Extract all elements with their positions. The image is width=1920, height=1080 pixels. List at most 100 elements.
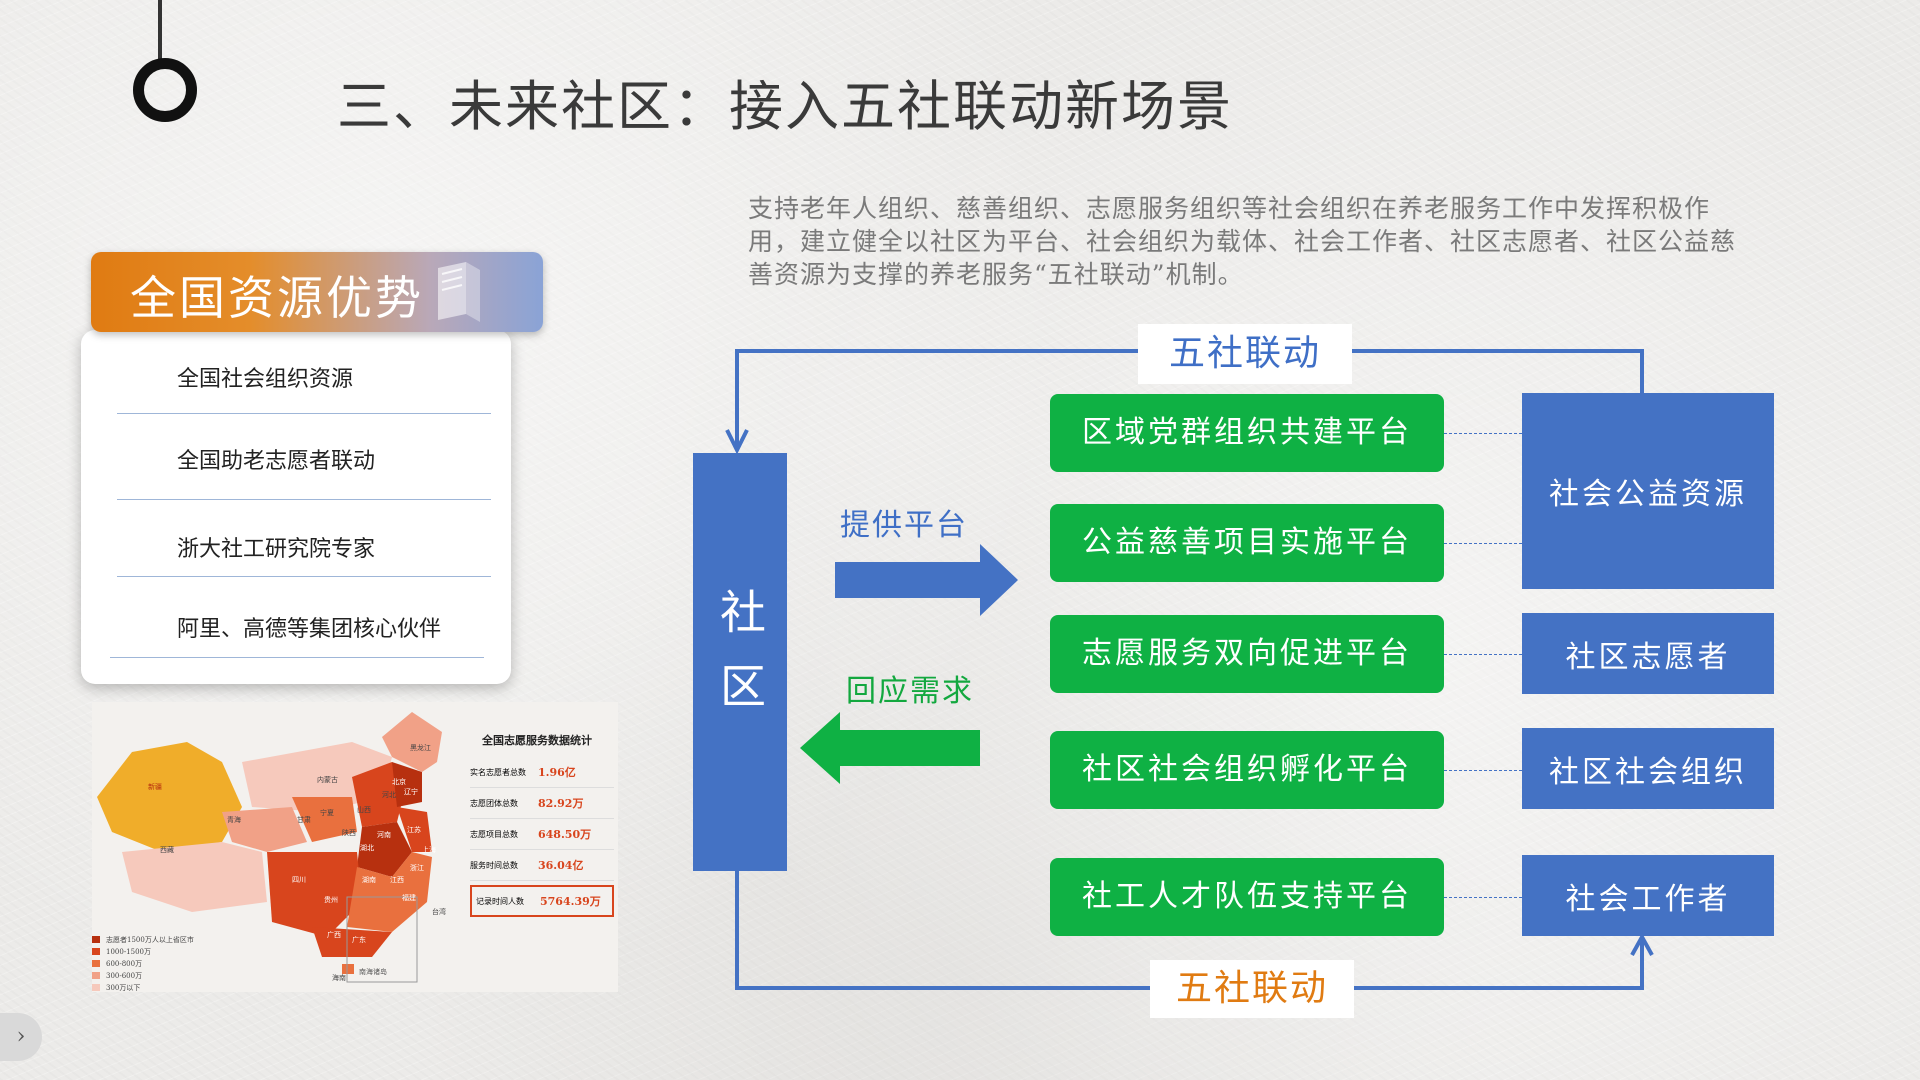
province-label: 内蒙古 xyxy=(317,775,338,784)
platform-box: 公益慈善项目实施平台 xyxy=(1050,504,1444,582)
province-label: 湖南 xyxy=(362,875,376,884)
divider xyxy=(117,413,491,414)
map-region-hainan xyxy=(342,964,354,974)
legend-swatch xyxy=(92,984,100,991)
dashed-connector xyxy=(1444,543,1522,544)
map-region-xinjiang xyxy=(97,742,242,852)
stat-label: 志愿项目总数 xyxy=(470,829,518,839)
map-region-north xyxy=(352,762,407,827)
province-label: 贵州 xyxy=(324,895,338,904)
province-label: 上海 xyxy=(422,845,436,854)
province-label: 湖北 xyxy=(360,843,374,852)
stat-value: 5764.39万 xyxy=(540,895,601,908)
legend-label: 1000-1500万 xyxy=(106,948,151,956)
china-volunteer-map: 南海诸岛 新疆 西藏 青海 甘肃 内蒙古 宁夏 陕西 山西 河北 北京 辽宁 黑… xyxy=(92,702,618,992)
stat-label: 志愿团体总数 xyxy=(470,798,518,808)
divider xyxy=(117,499,491,500)
provide-platform-arrow xyxy=(835,544,1018,616)
resource-item: 阿里、高德等集团核心伙伴 xyxy=(177,617,442,642)
divider xyxy=(117,576,491,577)
platform-box: 区域党群组织共建平台 xyxy=(1050,394,1444,472)
south-sea-inset xyxy=(346,896,418,983)
map-region-heilongjiang xyxy=(382,712,442,772)
legend-swatch xyxy=(92,948,100,955)
map-stats-title: 全国志愿服务数据统计 xyxy=(482,734,592,747)
map-region-liaoning xyxy=(392,762,422,807)
stat-label: 记录时间人数 xyxy=(476,896,524,906)
map-region-central xyxy=(357,822,412,877)
resource-box: 社会工作者 xyxy=(1522,855,1774,936)
legend-swatch xyxy=(92,960,100,967)
province-label: 南海诸岛 xyxy=(359,967,387,976)
legend-swatch xyxy=(92,936,100,943)
province-label: 西藏 xyxy=(160,845,174,854)
map-region-inner-mongolia xyxy=(242,742,392,812)
map-region-south-east xyxy=(347,852,432,932)
banner-title: 全国资源优势 xyxy=(130,271,424,325)
map-region-jiangsu xyxy=(397,807,432,852)
provide-platform-label: 提供平台 xyxy=(840,508,968,543)
province-label: 新疆 xyxy=(148,782,162,791)
community-label: 社区 xyxy=(713,588,767,736)
dashed-connector xyxy=(1444,897,1522,898)
map-region-tibet xyxy=(122,842,267,912)
ring-icon xyxy=(133,58,197,122)
resource-box: 社区志愿者 xyxy=(1522,613,1774,694)
province-label: 黑龙江 xyxy=(410,743,431,752)
province-label: 甘肃 xyxy=(297,815,311,824)
province-label: 陕西 xyxy=(342,828,356,837)
bottom-loop-arrowhead xyxy=(1630,932,1654,956)
province-label: 山西 xyxy=(357,805,371,814)
legend-swatch xyxy=(92,972,100,979)
book-icon xyxy=(438,262,480,322)
resource-box: 社区社会组织 xyxy=(1522,728,1774,809)
stat-value: 82.92万 xyxy=(538,797,584,810)
province-label: 台湾 xyxy=(432,907,446,916)
resource-box: 社会公益资源 xyxy=(1522,393,1774,589)
resource-item: 浙大社工研究院专家 xyxy=(177,537,376,562)
description-text: 支持老年人组织、慈善组织、志愿服务组织等社会组织在养老服务工作中发挥积极作用，建… xyxy=(748,194,1737,289)
dashed-connector xyxy=(1444,433,1522,434)
top-loop-arrowhead xyxy=(725,429,749,455)
province-label: 北京 xyxy=(392,777,406,786)
province-label: 青海 xyxy=(227,815,241,824)
next-arrow-icon[interactable]: › xyxy=(0,1013,42,1061)
province-label: 河北 xyxy=(382,791,396,799)
dashed-connector xyxy=(1444,770,1522,771)
stat-label: 服务时间总数 xyxy=(470,860,518,870)
stat-value: 1.96亿 xyxy=(538,766,576,779)
province-label: 广东 xyxy=(352,935,366,944)
hanging-line xyxy=(158,0,162,60)
respond-need-arrow xyxy=(800,712,980,784)
community-box: 社区 xyxy=(693,453,787,871)
stats-row: 志愿团体总数 82.92万 xyxy=(470,788,614,819)
province-label: 辽宁 xyxy=(404,787,418,796)
legend-label: 600-800万 xyxy=(106,960,143,968)
resource-item: 全国社会组织资源 xyxy=(177,367,354,392)
province-label: 宁夏 xyxy=(320,808,334,817)
legend-label: 300万以下 xyxy=(106,984,141,992)
respond-need-label: 回应需求 xyxy=(846,674,974,709)
map-region-guangdong xyxy=(312,927,392,957)
resource-card xyxy=(81,330,511,684)
legend-label: 300-600万 xyxy=(106,972,143,980)
map-legend: 志愿者1500万人以上省区市 1000-1500万 600-800万 300-6… xyxy=(92,934,194,994)
dashed-connector xyxy=(1444,654,1522,655)
top-loop-label: 五社联动 xyxy=(1138,324,1352,384)
stats-row: 志愿项目总数 648.50万 xyxy=(470,819,614,850)
stats-row: 实名志愿者总数 1.96亿 xyxy=(470,757,614,788)
map-stats-table: 实名志愿者总数 1.96亿 志愿团体总数 82.92万 志愿项目总数 648.5… xyxy=(470,757,614,917)
map-region-sichuan xyxy=(267,852,362,937)
stat-value: 36.04亿 xyxy=(538,859,584,872)
province-label: 广西 xyxy=(327,930,341,939)
province-label: 江苏 xyxy=(407,825,421,834)
map-region-qinghai xyxy=(222,807,307,852)
province-label: 浙江 xyxy=(410,863,424,872)
stat-value: 648.50万 xyxy=(538,828,592,841)
bottom-loop-label: 五社联动 xyxy=(1150,960,1354,1018)
province-label: 江西 xyxy=(390,876,404,884)
divider xyxy=(110,657,484,658)
map-region-gansu xyxy=(292,797,357,842)
legend-label: 志愿者1500万人以上省区市 xyxy=(106,936,194,944)
stats-row-highlight: 记录时间人数 5764.39万 xyxy=(470,885,614,917)
